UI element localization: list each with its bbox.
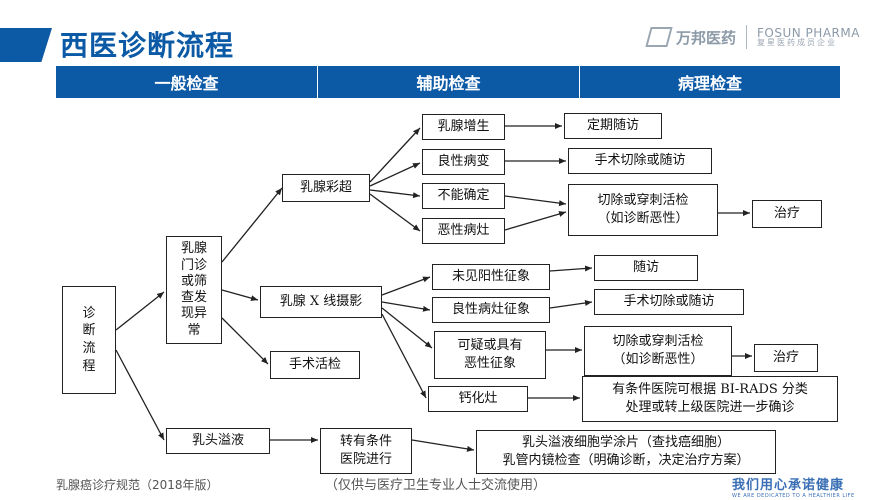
edge-nomalig-follow (549, 265, 593, 272)
logo-chinese-name: 万邦医药 (676, 28, 737, 47)
edge-xray-benign (381, 301, 431, 312)
node-diagnosis-flow: 诊 断 流 程 (62, 286, 116, 394)
footer-source: 乳腺癌诊疗规范（2018年版） (56, 478, 219, 492)
node-benign-focus-sign: 良性病灶征象 (432, 297, 550, 323)
edge-us-benign (369, 162, 421, 187)
edge-us-uncertain (369, 189, 421, 199)
header-auxiliary-exam: 辅助检查 (318, 66, 580, 98)
edge-benign-surgery-x (549, 300, 593, 309)
edge-us-malignant (369, 193, 421, 232)
node-treatment-x: 治疗 (754, 344, 818, 372)
logo-subtitle: 复星医药成员企业 (757, 38, 838, 48)
edge-diag-discharge (115, 349, 165, 441)
edge-transfer-cytology (411, 439, 475, 452)
header-general-exam: 一般检查 (56, 66, 318, 98)
node-birads-referral: 有条件医院可根据 BI-RADS 分类 处理或转上级医院进一步确诊 (582, 376, 838, 422)
footer-slogan: 我们用心承诺健康 WE ARE DEDICATED TO A HEALTHIER… (732, 476, 855, 499)
node-biopsy-x: 切除或穿刺活检 （如诊断恶性） (584, 326, 732, 376)
edge-outpatient-xray (221, 289, 259, 302)
node-xray-mammography: 乳腺 X 线摄影 (260, 286, 382, 318)
node-transfer-hospital: 转有条件 医院进行 (320, 428, 412, 474)
node-hyperplasia: 乳腺增生 (422, 114, 505, 140)
edge-malignant-biopsy (504, 211, 567, 231)
node-regular-follow-up: 定期随访 (564, 113, 662, 139)
node-biopsy-us: 切除或穿刺活检 （如诊断恶性） (568, 184, 718, 236)
edge-diag-outpatient (115, 291, 165, 331)
node-uncertain: 不能确定 (422, 183, 505, 209)
page-title: 西医诊断流程 (60, 29, 235, 62)
node-nipple-discharge: 乳头溢液 (166, 428, 270, 454)
edge-xray-calc (381, 313, 427, 399)
node-calcification: 钙化灶 (428, 386, 528, 412)
edge-xray-suspicious (381, 307, 433, 349)
footer-disclaimer: （仅供与医疗卫生专业人士交流使用） (325, 478, 547, 493)
header-pathology-exam: 病理检查 (677, 74, 742, 93)
node-surgery-or-follow-us: 手术切除或随访 (568, 148, 712, 174)
edge-uncertain-biopsy (504, 195, 567, 207)
edge-outpatient-us (221, 187, 283, 263)
logo-english-block: FOSUN PHARMA 复星医药成员企业 (757, 25, 860, 48)
node-follow-up-x: 随访 (594, 255, 698, 281)
logo-english-name: FOSUN PHARMA (757, 25, 860, 40)
node-breast-ultrasound: 乳腺彩超 (282, 174, 370, 202)
edge-us-hyperplasia (369, 127, 421, 183)
node-treatment-us: 治疗 (752, 200, 822, 228)
node-surgery-or-follow-x: 手术切除或随访 (594, 289, 744, 315)
logo-divider (746, 25, 748, 49)
node-surgical-biopsy: 手术活检 (270, 351, 360, 379)
company-logo: 万邦医药 FOSUN PHARMA 复星医药成员企业 (645, 22, 860, 52)
stage-header-bar: 一般检查 辅助检查 病理检查 (56, 66, 840, 98)
node-benign-lesion: 良性病变 (422, 149, 505, 175)
edge-xray-nomalig (381, 276, 431, 296)
node-outpatient-screening: 乳腺 门诊 或筛 查发 现异 常 (166, 236, 222, 344)
node-no-positive-sign: 未见阳性征象 (432, 264, 550, 290)
node-malignant-lesion: 恶性病灶 (422, 218, 505, 244)
edge-outpatient-biopsy (221, 317, 269, 365)
footer-slogan-cn: 我们用心承诺健康 (732, 478, 845, 493)
footer-slogan-en: WE ARE DEDICATED TO A HEALTHIER LIFE (732, 493, 855, 499)
node-suspicious-malignant: 可疑或具有 恶性征象 (434, 331, 546, 379)
node-cytology-endoscopy: 乳头溢液细胞学涂片（查找癌细胞） 乳管内镜检查（明确诊断，决定治疗方案） (476, 430, 776, 474)
